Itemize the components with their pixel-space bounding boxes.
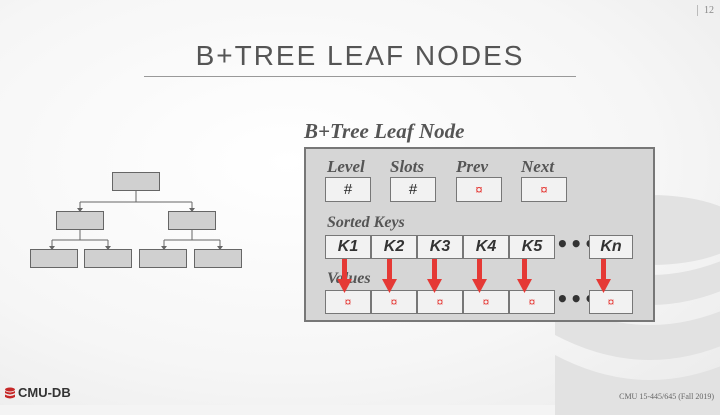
- prev-label: Prev: [456, 157, 489, 176]
- value-cell: ¤: [589, 290, 633, 314]
- title-divider: [144, 76, 576, 77]
- value-cell: ¤: [325, 290, 371, 314]
- key-cell: K1: [325, 235, 371, 259]
- value-cell: ¤: [463, 290, 509, 314]
- course-footer: CMU 15-445/645 (Fall 2019): [619, 392, 714, 401]
- tree-inner-node: [168, 211, 216, 230]
- tree-leaf-node: [194, 249, 242, 268]
- tree-leaf-node: [30, 249, 78, 268]
- level-label: Level: [327, 157, 365, 176]
- page-number: 12: [697, 5, 714, 16]
- sorted-keys-label: Sorted Keys: [327, 214, 405, 231]
- value-cell: ¤: [509, 290, 555, 314]
- level-field: #: [325, 177, 371, 202]
- value-cell: ¤: [417, 290, 463, 314]
- slots-field: #: [390, 177, 436, 202]
- key-cell: K4: [463, 235, 509, 259]
- next-pointer-field: ¤: [521, 177, 567, 202]
- logo-text: CMU-DB: [18, 385, 71, 400]
- tree-leaf-node: [139, 249, 187, 268]
- tree-connectors: [49, 190, 223, 250]
- leaf-node-title: B+Tree Leaf Node: [304, 119, 465, 143]
- key-cell: K3: [417, 235, 463, 259]
- key-cell: K5: [509, 235, 555, 259]
- slide-title: B+TREE LEAF NODES: [195, 40, 525, 71]
- next-label: Next: [521, 157, 555, 176]
- cmu-db-logo: CMU-DB: [4, 385, 71, 400]
- slots-label: Slots: [390, 157, 425, 176]
- prev-pointer-field: ¤: [456, 177, 502, 202]
- database-logo-icon: [5, 387, 15, 398]
- value-cell: ¤: [371, 290, 417, 314]
- values-label: Values: [327, 270, 371, 287]
- key-cell: Kn: [589, 235, 633, 259]
- tree-diagram: [28, 170, 246, 272]
- tree-leaf-node: [84, 249, 132, 268]
- key-cell: K2: [371, 235, 417, 259]
- tree-root-node: [112, 172, 160, 191]
- tree-inner-node: [56, 211, 104, 230]
